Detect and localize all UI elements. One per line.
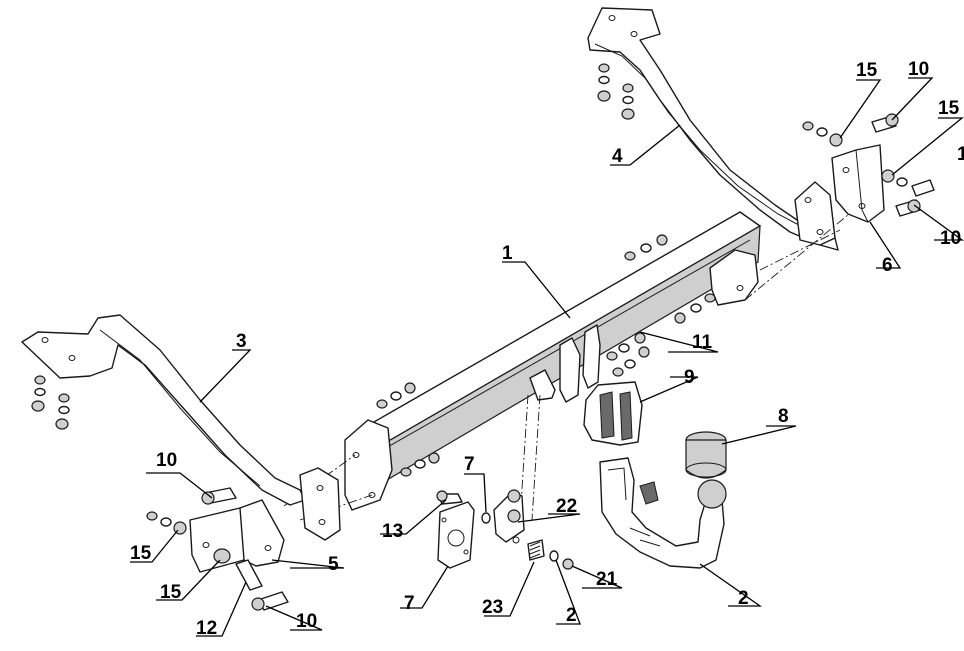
callout-12: 12 — [196, 618, 217, 639]
callout-9: 9 — [684, 367, 695, 388]
left-side-arm — [21, 314, 341, 541]
right-side-arm — [587, 7, 839, 251]
callout-10: 10 — [296, 611, 317, 632]
callout-6: 6 — [882, 255, 893, 276]
callout-15: 15 — [856, 60, 878, 81]
callout-2: 2 — [566, 605, 577, 626]
callout-labels: 1 2 2 3 4 5 6 7 7 8 9 10 10 10 10 11 12 … — [130, 59, 964, 639]
callout-15: 15 — [130, 543, 152, 564]
right-bracket — [831, 144, 885, 223]
callout-10: 10 — [908, 59, 929, 80]
crossbar-fasteners — [376, 234, 716, 477]
callout-2: 2 — [738, 588, 749, 609]
socket-housing — [583, 381, 643, 446]
tow-ball-neck — [599, 457, 727, 569]
tow-ball-cap — [685, 431, 727, 479]
main-crossbar — [344, 211, 761, 511]
callout-23: 23 — [482, 597, 503, 618]
callout-4: 4 — [612, 146, 623, 167]
callout-8: 8 — [778, 406, 789, 427]
callout-1: 1 — [502, 243, 513, 264]
socket-bracket — [493, 489, 525, 544]
callout-1: 1 — [957, 144, 964, 165]
callout-21: 21 — [596, 569, 618, 590]
callout-10: 10 — [940, 228, 961, 249]
callout-11: 11 — [692, 332, 713, 353]
leader-lines — [130, 77, 964, 637]
callout-7: 7 — [464, 454, 475, 475]
spring-and-nuts — [527, 539, 574, 570]
callout-10: 10 — [156, 450, 177, 471]
callout-15: 15 — [160, 582, 182, 603]
callout-3: 3 — [236, 331, 247, 352]
callout-22: 22 — [556, 496, 577, 517]
left-bracket-fasteners — [146, 487, 289, 611]
socket-mounting-plate — [437, 501, 475, 569]
right-arm-top-nuts — [597, 63, 635, 120]
callout-13: 13 — [382, 521, 403, 542]
left-bracket — [189, 499, 285, 573]
left-arm-bottom-nuts — [31, 375, 70, 430]
callout-5: 5 — [328, 554, 339, 575]
callout-7: 7 — [404, 593, 415, 614]
callout-15: 15 — [938, 98, 960, 119]
